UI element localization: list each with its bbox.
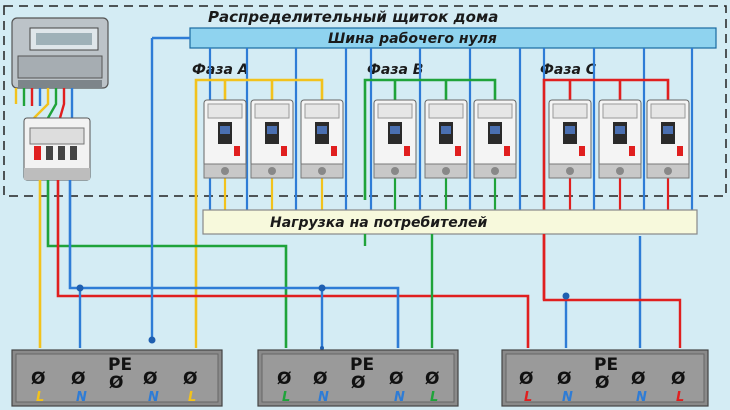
terminal-letter-l: L (282, 390, 290, 405)
circuit-breaker-icon (300, 99, 344, 179)
screw-terminal-icon: ØL (183, 369, 197, 405)
panel-title: Распределительный щиток дома (208, 8, 498, 26)
trunk-red (56, 180, 530, 348)
terminal-symbol: Ø (71, 369, 85, 389)
terminal-letter-n: N (76, 390, 87, 405)
phase-a-label: Фаза А (192, 62, 249, 78)
terminal-symbol: Ø (671, 369, 685, 389)
load-bus (202, 209, 698, 235)
terminal-letter-l: L (524, 390, 532, 405)
terminal-symbol: Ø (389, 369, 403, 389)
circuit-breaker-icon (646, 99, 690, 179)
circuit-breaker-icon (250, 99, 294, 179)
pe-label: PE (594, 355, 618, 375)
panel-border (3, 5, 727, 197)
screw-terminal-icon: ØN (389, 369, 405, 405)
screw-terminal-icon: ØN (71, 369, 87, 405)
screw-terminal-icon: ØN (143, 369, 159, 405)
screw-terminal-icon: ØN (313, 369, 329, 405)
terminal-symbol: Ø (183, 369, 197, 389)
circuit-breaker-icon (473, 99, 517, 179)
terminal-symbol: Ø (425, 369, 439, 389)
phase-b-label: Фаза В (367, 62, 423, 78)
circuit-breaker-icon (424, 99, 468, 179)
circuit-breaker-icon (548, 99, 592, 179)
screw-terminal-icon: ØN (557, 369, 573, 405)
terminal-letter-l: L (430, 390, 438, 405)
terminal-letter-n: N (636, 390, 647, 405)
terminal-letter-n: N (394, 390, 405, 405)
rcd-switch-icon (23, 117, 91, 181)
pe-label: PE (108, 355, 132, 375)
phase-c-bus (542, 78, 670, 300)
terminal-symbol: Ø (595, 373, 609, 393)
screw-terminal-icon: PEØ (108, 355, 132, 393)
screw-terminal-icon: ØL (277, 369, 291, 405)
trunk-green (46, 180, 288, 348)
terminal-symbol: Ø (109, 373, 123, 393)
terminal-letter-n: N (148, 390, 159, 405)
terminal-symbol: Ø (277, 369, 291, 389)
terminal-symbol: Ø (31, 369, 45, 389)
terminal-letter-n: N (562, 390, 573, 405)
terminal-symbol: Ø (313, 369, 327, 389)
terminal-letter-l: L (188, 390, 196, 405)
circuit-breaker-icon (598, 99, 642, 179)
load-bus-label: Нагрузка на потребителей (270, 215, 487, 231)
terminal-letter-l: L (36, 390, 44, 405)
screw-terminal-icon: ØL (31, 369, 45, 405)
terminal-symbol: Ø (631, 369, 645, 389)
trunk-blue (68, 180, 400, 348)
phase-b-bus (363, 78, 497, 200)
terminal-letter-n: N (318, 390, 329, 405)
terminal-symbol: Ø (519, 369, 533, 389)
terminal-letter-l: L (676, 390, 684, 405)
screw-terminal-icon: ØN (631, 369, 647, 405)
circuit-breaker-icon (203, 99, 247, 179)
screw-terminal-icon: PEØ (350, 355, 374, 393)
terminal-symbol: Ø (557, 369, 571, 389)
terminal-symbol: Ø (143, 369, 157, 389)
terminal-symbol: Ø (351, 373, 365, 393)
phase-a-bus (194, 78, 324, 330)
pe-label: PE (350, 355, 374, 375)
circuit-breaker-icon (373, 99, 417, 179)
screw-terminal-icon: ØL (519, 369, 533, 405)
screw-terminal-icon: ØL (425, 369, 439, 405)
neutral-bus-label: Шина рабочего нуля (328, 31, 497, 47)
phase-c-label: Фаза С (540, 62, 597, 78)
electric-meter-icon (11, 17, 109, 89)
screw-terminal-icon: ØL (671, 369, 685, 405)
screw-terminal-icon: PEØ (594, 355, 618, 393)
